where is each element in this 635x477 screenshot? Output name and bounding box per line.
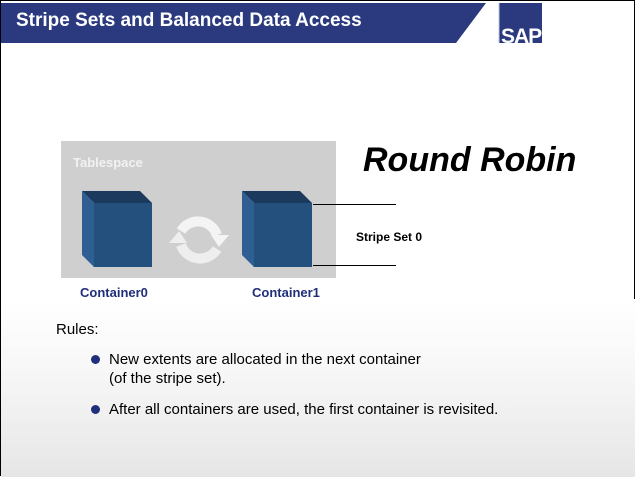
rules-background <box>1 299 635 477</box>
header-banner <box>1 3 542 43</box>
rules-heading: Rules: <box>56 321 99 338</box>
sap-logo: SAP <box>501 25 542 48</box>
method-heading: Round Robin <box>363 141 577 179</box>
bullet-icon <box>91 355 100 364</box>
rule-item: New extents are allocated in the next co… <box>91 350 421 388</box>
container0-cube-icon <box>82 191 152 267</box>
slide-title: Stripe Sets and Balanced Data Access <box>16 10 362 31</box>
round-robin-cycle-icon <box>169 216 229 264</box>
container1-cube-icon <box>242 191 312 267</box>
container1-label: Container1 <box>252 285 320 300</box>
rule-item: After all containers are used, the first… <box>91 400 498 419</box>
tablespace-label: Tablespace <box>73 155 143 170</box>
bullet-icon <box>91 405 100 414</box>
container0-label: Container0 <box>80 285 148 300</box>
stripe-set-label: Stripe Set 0 <box>356 230 423 244</box>
stripe-bracket-top <box>313 204 396 205</box>
stripe-bracket-bottom <box>313 265 396 266</box>
